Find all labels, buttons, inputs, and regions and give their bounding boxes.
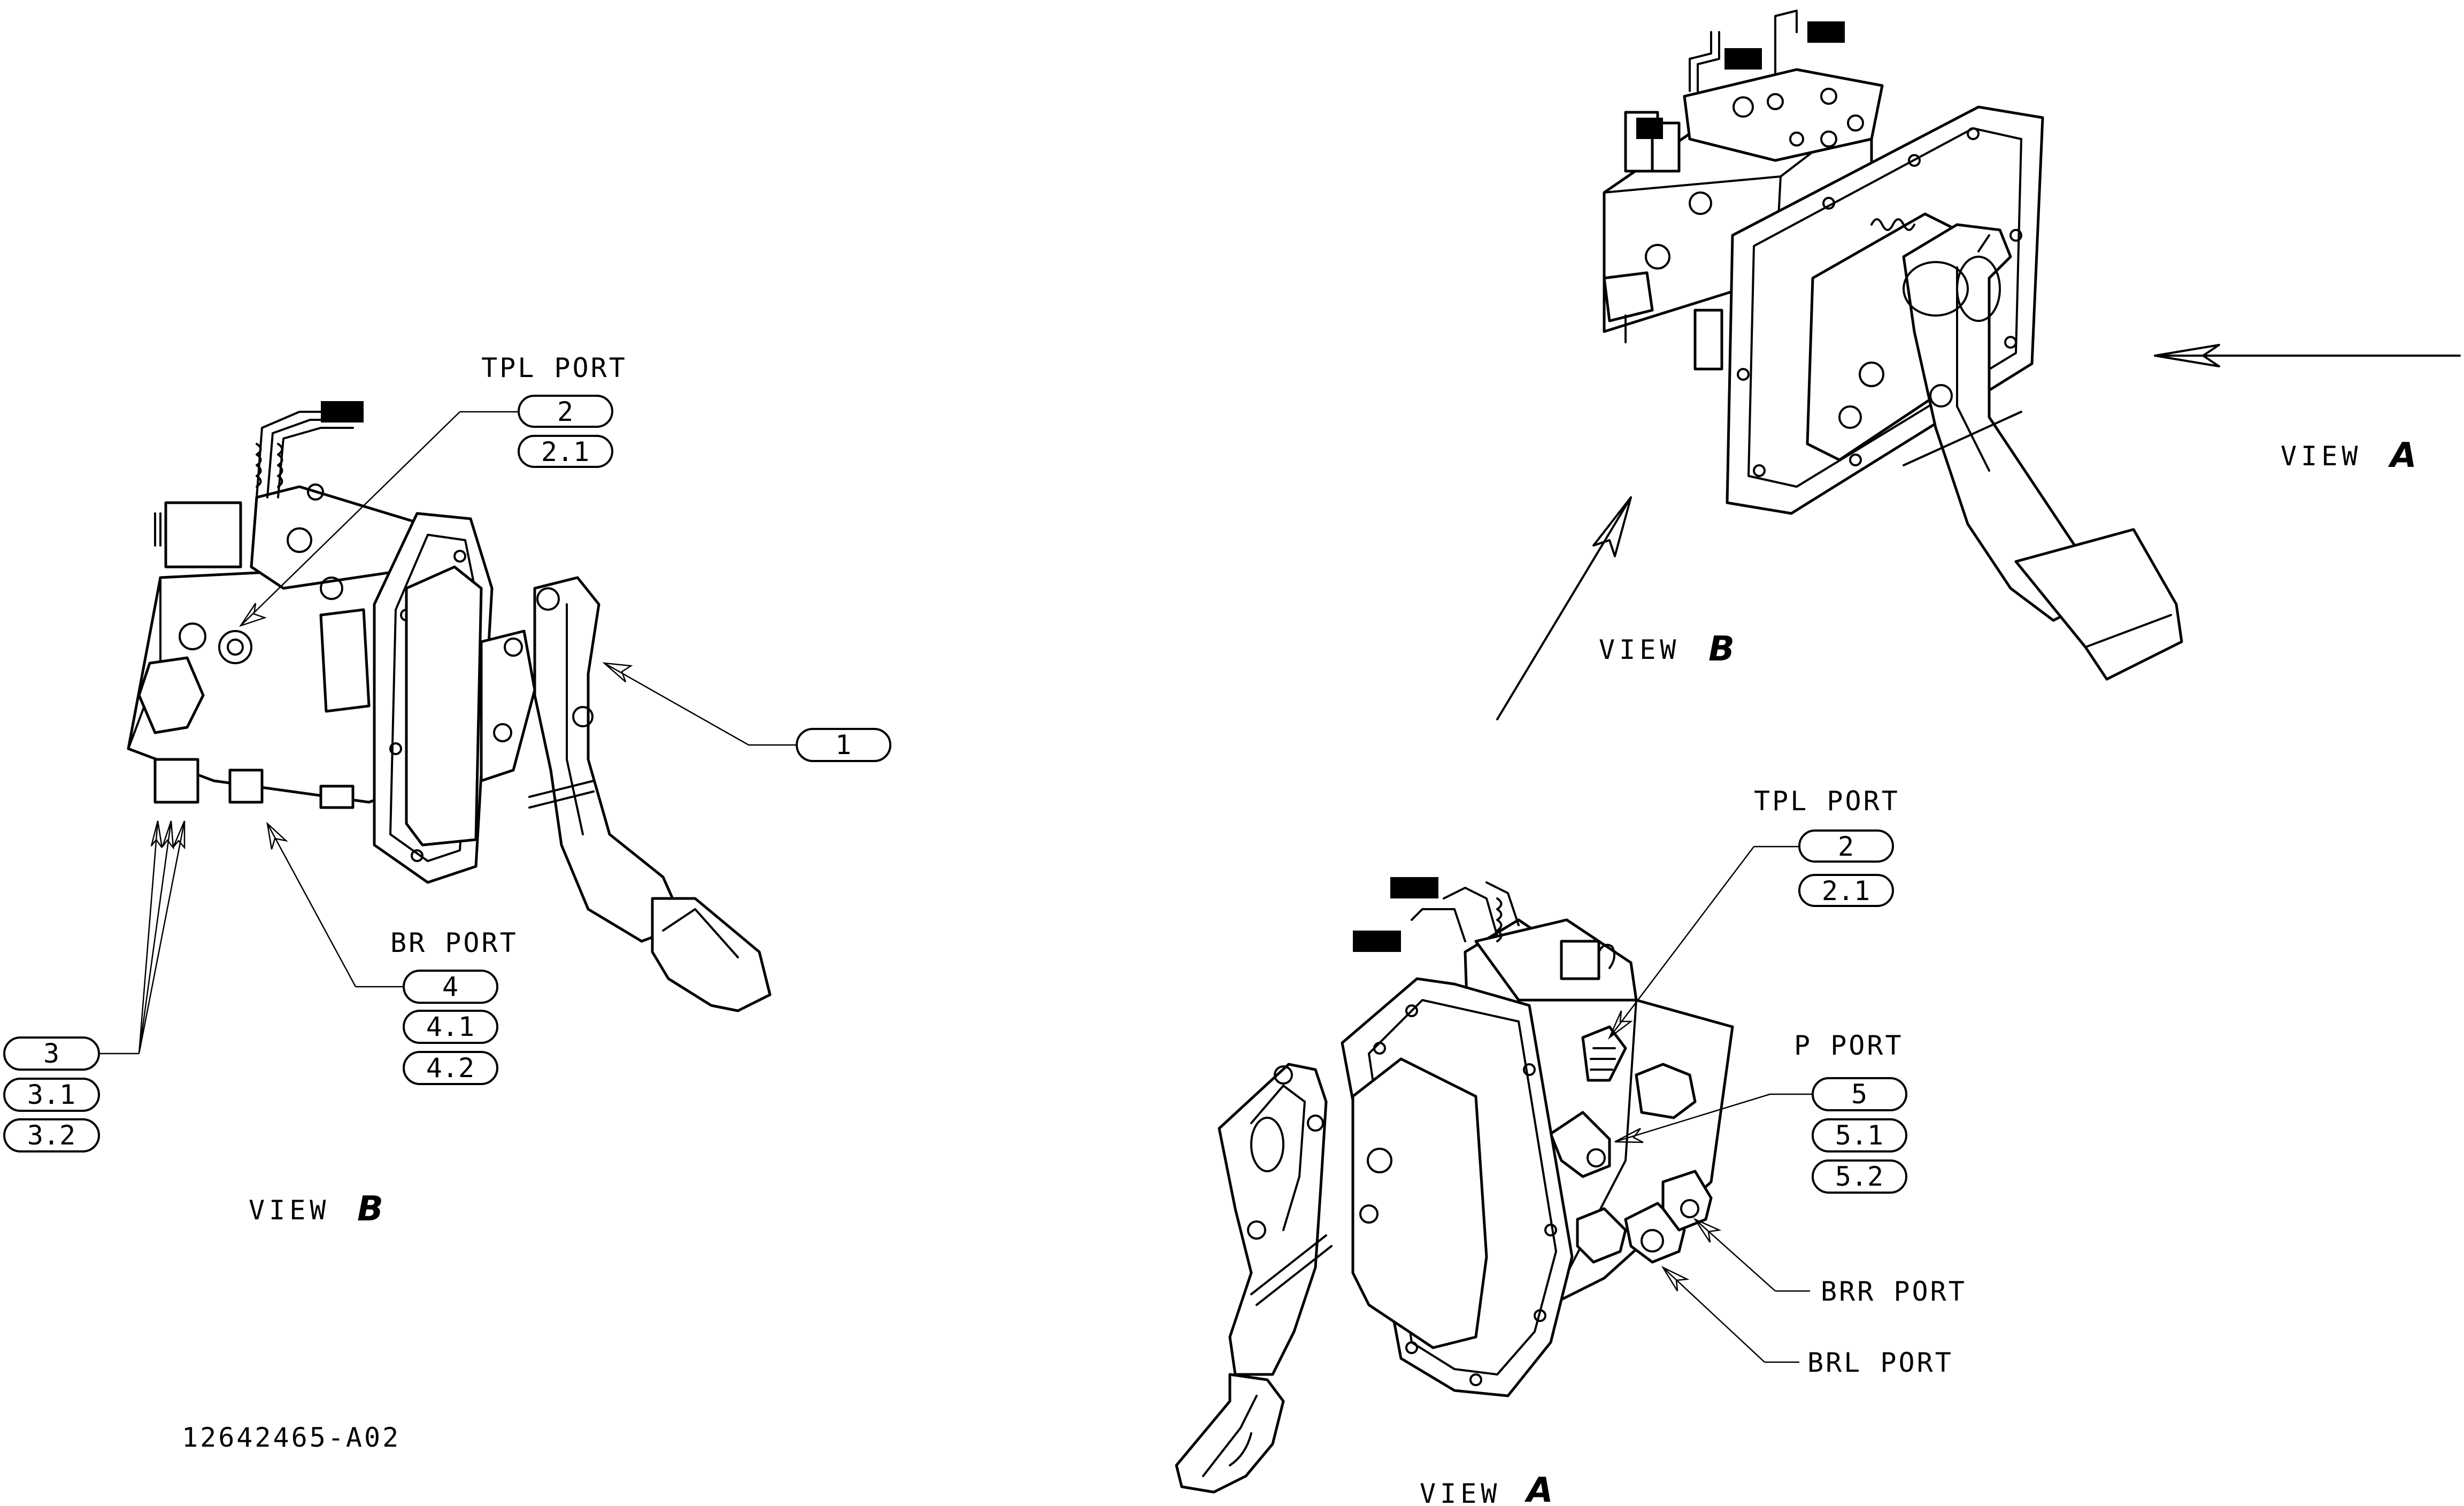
- view-a-caption-text: VIEW: [1420, 1478, 1501, 1506]
- view-b-br-port-callout-4-2: 4.2: [426, 1052, 474, 1084]
- view-a-p-port-callout-5: 5: [1851, 1079, 1867, 1110]
- view-b-callout-3: 3: [43, 1038, 59, 1069]
- view-b-br-port-label: BR PORT: [390, 927, 518, 958]
- view-b-caption-text: VIEW: [249, 1195, 330, 1226]
- view-b-callout-3-1: 3.1: [27, 1079, 75, 1110]
- view-a-brr-port-callout: BRR PORT: [1693, 1218, 1967, 1307]
- view-b-callout-3-2: 3.2: [27, 1120, 75, 1151]
- view-a-arrow: VIEW A: [2154, 344, 2461, 475]
- view-a-assembly-drawing: [1175, 877, 1734, 1494]
- view-a-tpl-port-callout-2-1: 2.1: [1822, 875, 1870, 906]
- view-b-assembly-drawing: [127, 401, 772, 1012]
- view-a-brr-port-label: BRR PORT: [1821, 1276, 1967, 1307]
- view-b-caption-letter: B: [357, 1189, 383, 1229]
- view-b-left-callout: 3 3.1 3.2: [3, 820, 186, 1152]
- view-a-caption: VIEW A: [1420, 1471, 1553, 1506]
- view-b-tpl-port-label: TPL PORT: [481, 352, 627, 383]
- view-b-caption: VIEW B: [249, 1189, 383, 1229]
- view-b-tpl-port-callout-2: 2: [557, 396, 573, 427]
- view-a-brl-port-label: BRL PORT: [1807, 1347, 1953, 1378]
- isometric-assembly-drawing: [1603, 10, 2183, 681]
- view-b-tpl-port-callout-2-1: 2.1: [541, 436, 589, 467]
- view-b-br-port-callout-4-1: 4.1: [426, 1011, 474, 1042]
- view-a-arrow-label: VIEW: [2281, 441, 2362, 472]
- view-a-tpl-port-callout-2: 2: [1838, 831, 1854, 862]
- drawing-number: 12642465-A02: [182, 1422, 401, 1453]
- view-b-tpl-port-callout: TPL PORT 2 2.1: [238, 352, 627, 627]
- view-b-item-1: 1: [835, 729, 851, 760]
- view-a-tpl-port-callout: TPL PORT 2 2.1: [1607, 786, 1900, 1040]
- view-b-arrow-label: VIEW: [1599, 634, 1680, 665]
- view-b-item-callout: 1: [602, 662, 891, 762]
- view-a-tpl-port-label: TPL PORT: [1754, 786, 1900, 817]
- view-a-arrow-letter: A: [2388, 436, 2417, 475]
- view-b-br-port-callout: BR PORT 4 4.1 4.2: [266, 821, 518, 1085]
- view-b-arrow-letter: B: [1708, 629, 1735, 669]
- view-a-p-port-callout-5-2: 5.2: [1835, 1161, 1883, 1192]
- view-a-caption-letter: A: [1524, 1471, 1553, 1506]
- view-a-p-port-label: P PORT: [1794, 1030, 1904, 1061]
- view-b-arrow: VIEW B: [1496, 496, 1735, 720]
- view-b-br-port-callout-4: 4: [442, 971, 458, 1002]
- view-a-p-port-callout-5-1: 5.1: [1835, 1120, 1883, 1151]
- view-a-p-port-callout: P PORT 5 5.1 5.2: [1614, 1030, 1907, 1194]
- view-a-brl-port-callout: BRL PORT: [1661, 1265, 1953, 1378]
